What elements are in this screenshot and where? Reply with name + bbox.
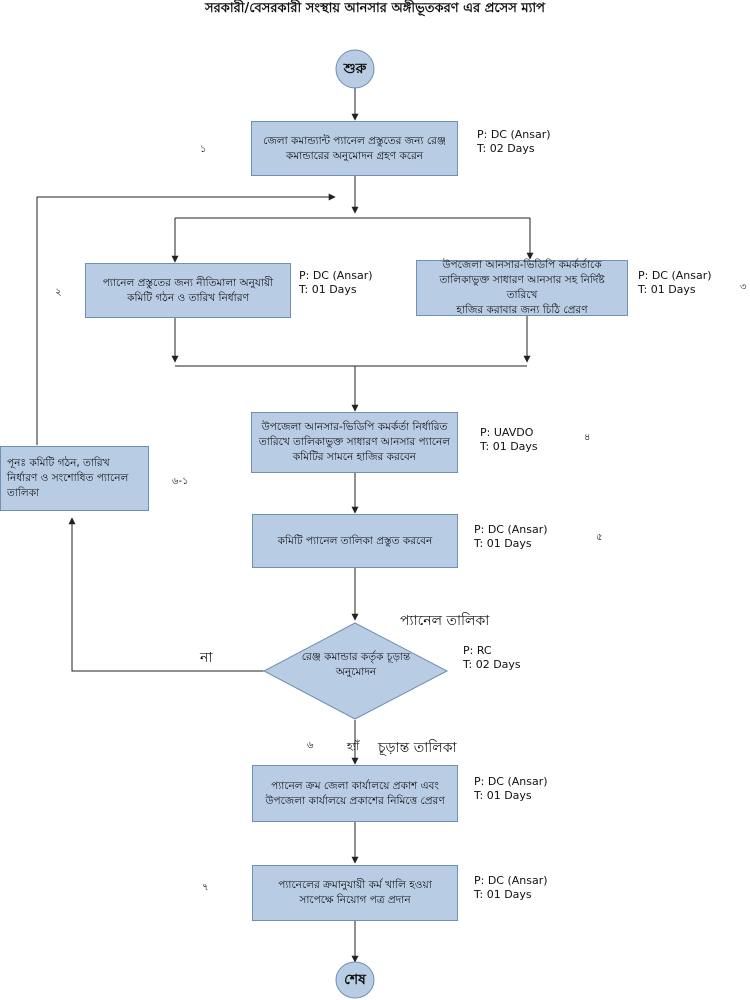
start-terminator-shape bbox=[335, 49, 375, 89]
step-2-meta: P: DC (Ansar) T: 01 Days bbox=[299, 269, 373, 296]
step-2-number: ২ bbox=[55, 287, 62, 298]
step-3-box: উপজেলা আনসার-ভিডিপি কমর্কর্তাকে তালিকাভু… bbox=[416, 259, 628, 316]
final-list-label: চূড়ান্ত তালিকা bbox=[378, 740, 457, 756]
step-6-meta: P: RC T: 02 Days bbox=[463, 644, 521, 671]
step-3-number: ৩ bbox=[740, 282, 747, 293]
step-6b-meta: P: DC (Ansar) T: 01 Days bbox=[474, 775, 548, 802]
step-1-box: জেলা কমান্ড্যান্ট প্যানেল প্রস্তুতের জন্… bbox=[251, 121, 458, 176]
step-7-meta: P: DC (Ansar) T: 01 Days bbox=[474, 874, 548, 901]
step-7-box: প্যানেলের ক্রমানুযায়ী কর্ম খালি হওয়া স… bbox=[252, 865, 458, 921]
yes-label: হ্যাঁ bbox=[347, 740, 360, 753]
step-1-meta: P: DC (Ansar) T: 02 Days bbox=[477, 128, 551, 155]
step-1-number: ১ bbox=[200, 144, 207, 155]
step-6-1-box: পূনঃ কমিটি গঠন, তারিখ নির্ধারণ ও সংশোধিত… bbox=[0, 446, 149, 511]
step-4-box: উপজেলা আনসার-ভিডিপি কমর্কর্তা নির্ধারিত … bbox=[251, 412, 458, 473]
step-5-number: ৫ bbox=[596, 532, 603, 543]
edge-decision-no bbox=[68, 517, 264, 672]
step-5-meta: P: DC (Ansar) T: 01 Days bbox=[474, 523, 548, 550]
start-terminator: শুরু bbox=[343, 61, 367, 77]
page-title: সরকারী/বেসরকারী সংস্থায় আনসার অঙ্গীভূতক… bbox=[205, 1, 545, 16]
step-3-meta: P: DC (Ansar) T: 01 Days bbox=[638, 269, 712, 296]
no-label: না bbox=[200, 650, 213, 666]
decision-diamond: রেঞ্জ কমান্ডার কর্তৃক চূড়ান্ত অনুমোদন bbox=[301, 651, 411, 678]
step-6-1-number: ৬-১ bbox=[172, 476, 189, 487]
step-4-number: ৪ bbox=[584, 432, 591, 443]
step-6-number: ৬ bbox=[307, 740, 314, 751]
panel-list-label: প্যানেল তালিকা bbox=[400, 613, 490, 629]
step-2-box: প্যানেল প্রস্তুতের জন্য নীতিমালা অনুযায়… bbox=[85, 263, 291, 318]
step-7-number: ৭ bbox=[202, 882, 209, 893]
end-terminator: শেষ bbox=[344, 972, 366, 988]
end-terminator-shape bbox=[335, 961, 375, 999]
step-5-box: কমিটি প্যানেল তালিকা প্রস্তুত করবেন bbox=[252, 514, 458, 568]
decision-diamond-shape bbox=[262, 622, 449, 720]
step-4-meta: P: UAVDO T: 01 Days bbox=[480, 426, 538, 453]
step-6b-box: প্যানেল ক্রম জেলা কার্যালয়ে প্রকাশ এবং … bbox=[252, 765, 458, 822]
edge-loop-back bbox=[36, 193, 336, 445]
